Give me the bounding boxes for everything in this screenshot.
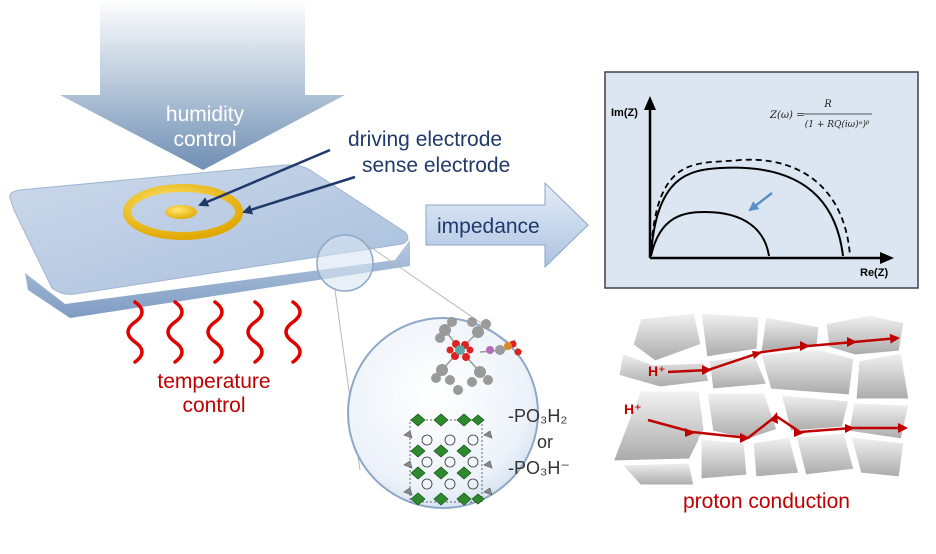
temperature-label-line2: control xyxy=(182,394,245,417)
sense-electrode-pointer xyxy=(242,175,356,215)
impedance-arc-large xyxy=(650,166,844,257)
zoom-circle xyxy=(347,317,539,509)
decrease-arrow xyxy=(748,192,773,212)
formula-lhs: Z(ω) = xyxy=(769,110,804,121)
proton-conduction-label: proton conduction xyxy=(683,490,850,513)
proton-label-2: H⁺ xyxy=(624,401,642,417)
formula-denominator: (1 + RQ(iω)ᵅ)ᵝ xyxy=(805,119,870,130)
molecule-image xyxy=(431,317,522,395)
nyquist-panel xyxy=(604,71,919,289)
sense-electrode-label: sense electrode xyxy=(362,154,510,177)
driving-electrode-pointer xyxy=(198,148,331,207)
phosphonate-label-2: -PO₃H⁻ xyxy=(508,458,570,478)
framework-crystal-image xyxy=(403,413,493,506)
nyquist-plot: Im(Z) Re(Z) Z(ω) = R (1 + RQ(iω)ᵅ)ᵝ xyxy=(604,71,919,289)
grain-network xyxy=(609,310,912,488)
x-axis-label: Re(Z) xyxy=(860,267,888,279)
fit-curve-dashed xyxy=(650,158,851,257)
impedance-arc-small xyxy=(650,210,770,257)
heat-waves xyxy=(126,300,302,364)
driving-electrode-label: driving electrode xyxy=(348,128,502,151)
temperature-label-line1: temperature xyxy=(157,370,270,393)
driving-electrode-dot xyxy=(165,205,197,219)
y-axis-label: Im(Z) xyxy=(611,107,638,119)
proton-label-1: H⁺ xyxy=(648,363,666,379)
phosphonate-label-1: -PO₃H₂ xyxy=(508,406,567,426)
humidity-label-line2: control xyxy=(173,128,236,151)
sense-electrode-ring xyxy=(123,184,243,240)
impedance-label: impedance xyxy=(437,215,540,238)
humidity-arrow xyxy=(60,0,345,170)
proton-arrowheads xyxy=(685,337,857,443)
zoom-source-circle xyxy=(316,234,374,292)
humidity-label-line1: humidity xyxy=(166,103,245,126)
or-label: or xyxy=(537,432,553,452)
impedance-arrow xyxy=(425,181,589,269)
formula-numerator: R xyxy=(823,99,832,110)
